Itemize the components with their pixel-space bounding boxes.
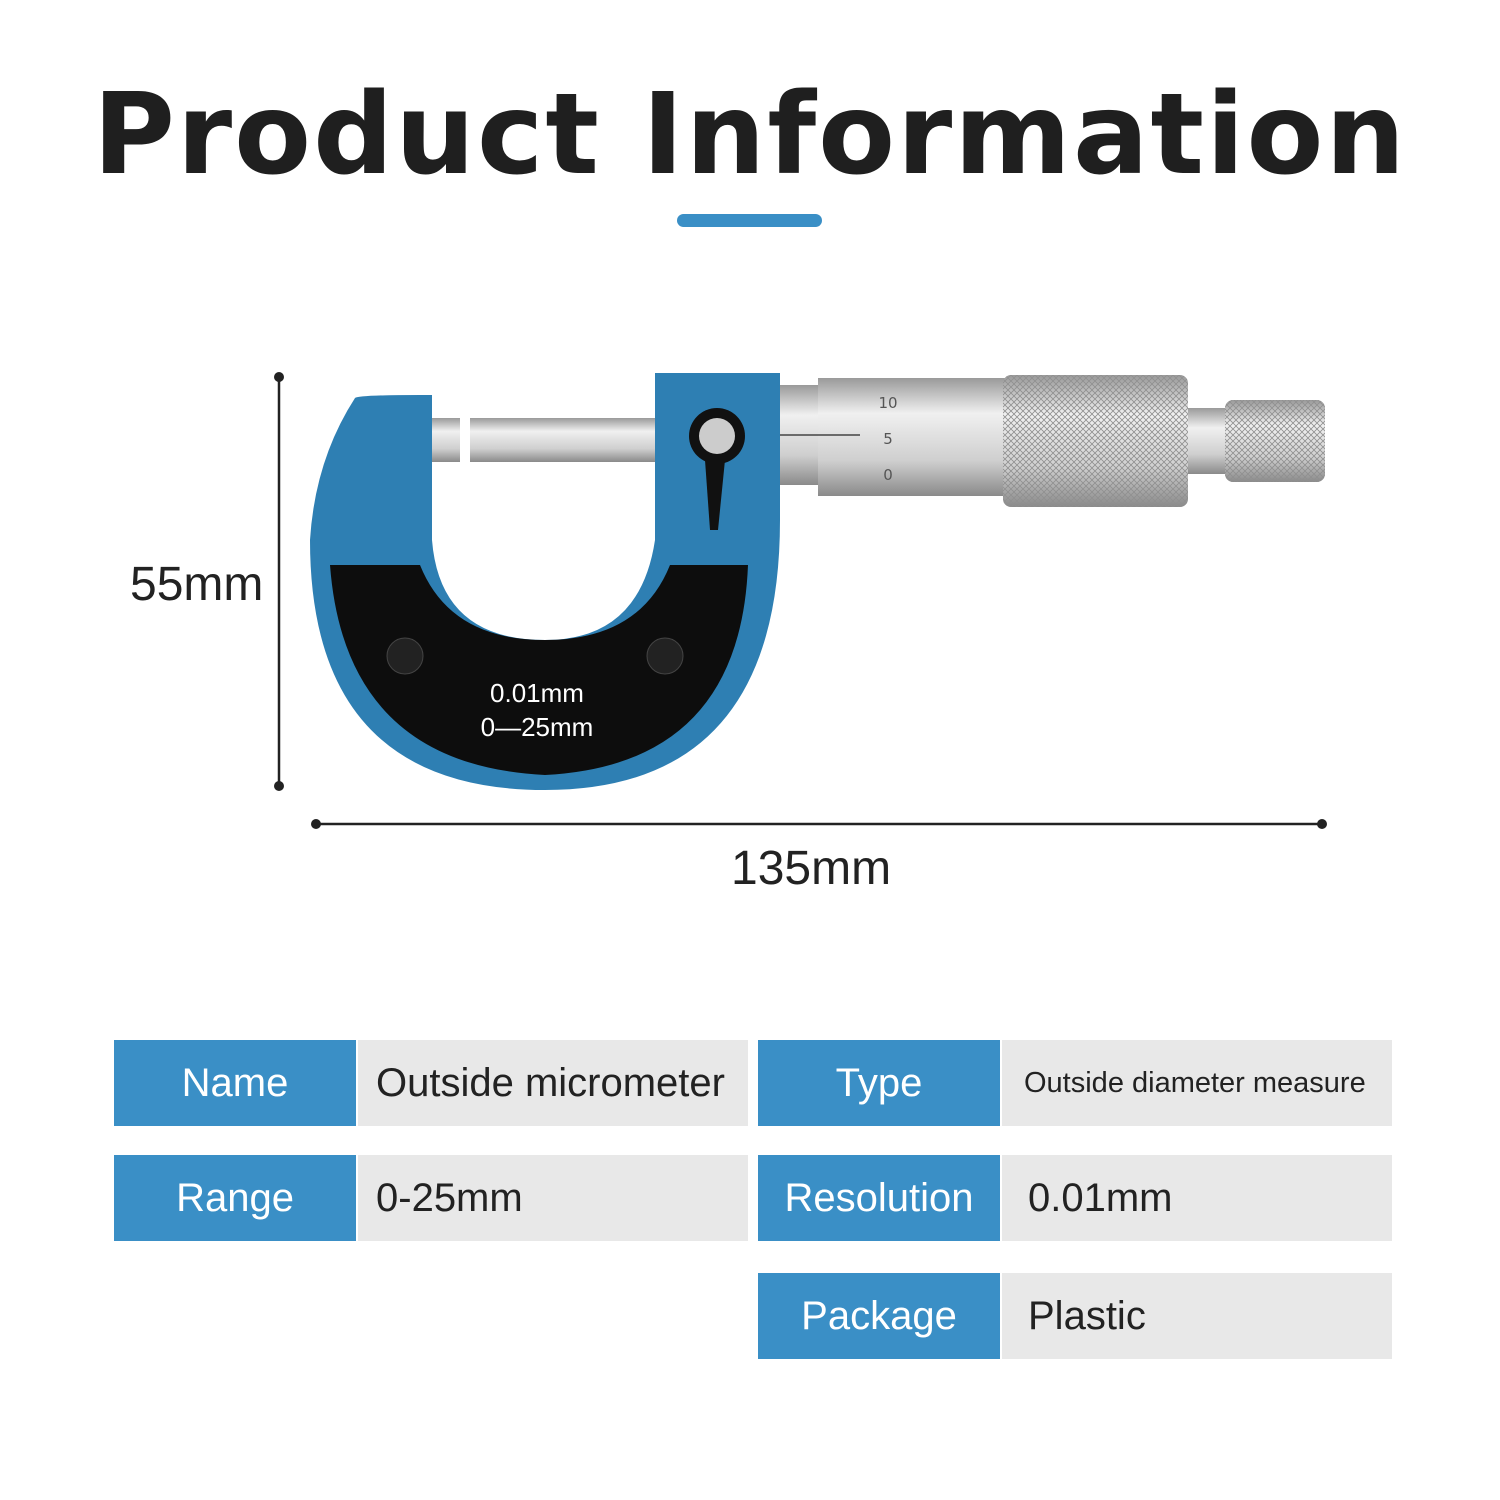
width-dimension-line — [311, 819, 1327, 829]
thimble-mark: 5 — [883, 430, 893, 448]
spec-value-resolution: 0.01mm — [1002, 1155, 1392, 1241]
spec-value-name: Outside micrometer — [358, 1040, 748, 1126]
frame-text-resolution: 0.01mm — [490, 678, 584, 708]
spec-label-type: Type — [758, 1040, 1000, 1126]
width-label: 135mm — [731, 842, 892, 895]
thimble-mark: 0 — [883, 466, 893, 484]
height-label: 55mm — [130, 558, 264, 611]
spec-label-package: Package — [758, 1273, 1000, 1359]
height-dimension-line — [274, 372, 284, 791]
frame-plate — [330, 565, 748, 775]
title-underline — [677, 214, 822, 227]
micrometer-illustration: 0.01mm 0—25mm 10 5 0 — [274, 372, 1327, 829]
spec-label-resolution: Resolution — [758, 1155, 1000, 1241]
spec-label-name: Name — [114, 1040, 356, 1126]
thimble-mark: 10 — [878, 394, 897, 412]
spec-value-package: Plastic — [1002, 1273, 1392, 1359]
spec-value-range: 0-25mm — [358, 1155, 748, 1241]
spec-value-type: Outside diameter measure — [1002, 1040, 1392, 1126]
frame-text-range: 0—25mm — [481, 712, 594, 742]
page-title: Product Information — [92, 70, 1408, 200]
spec-label-range: Range — [114, 1155, 356, 1241]
